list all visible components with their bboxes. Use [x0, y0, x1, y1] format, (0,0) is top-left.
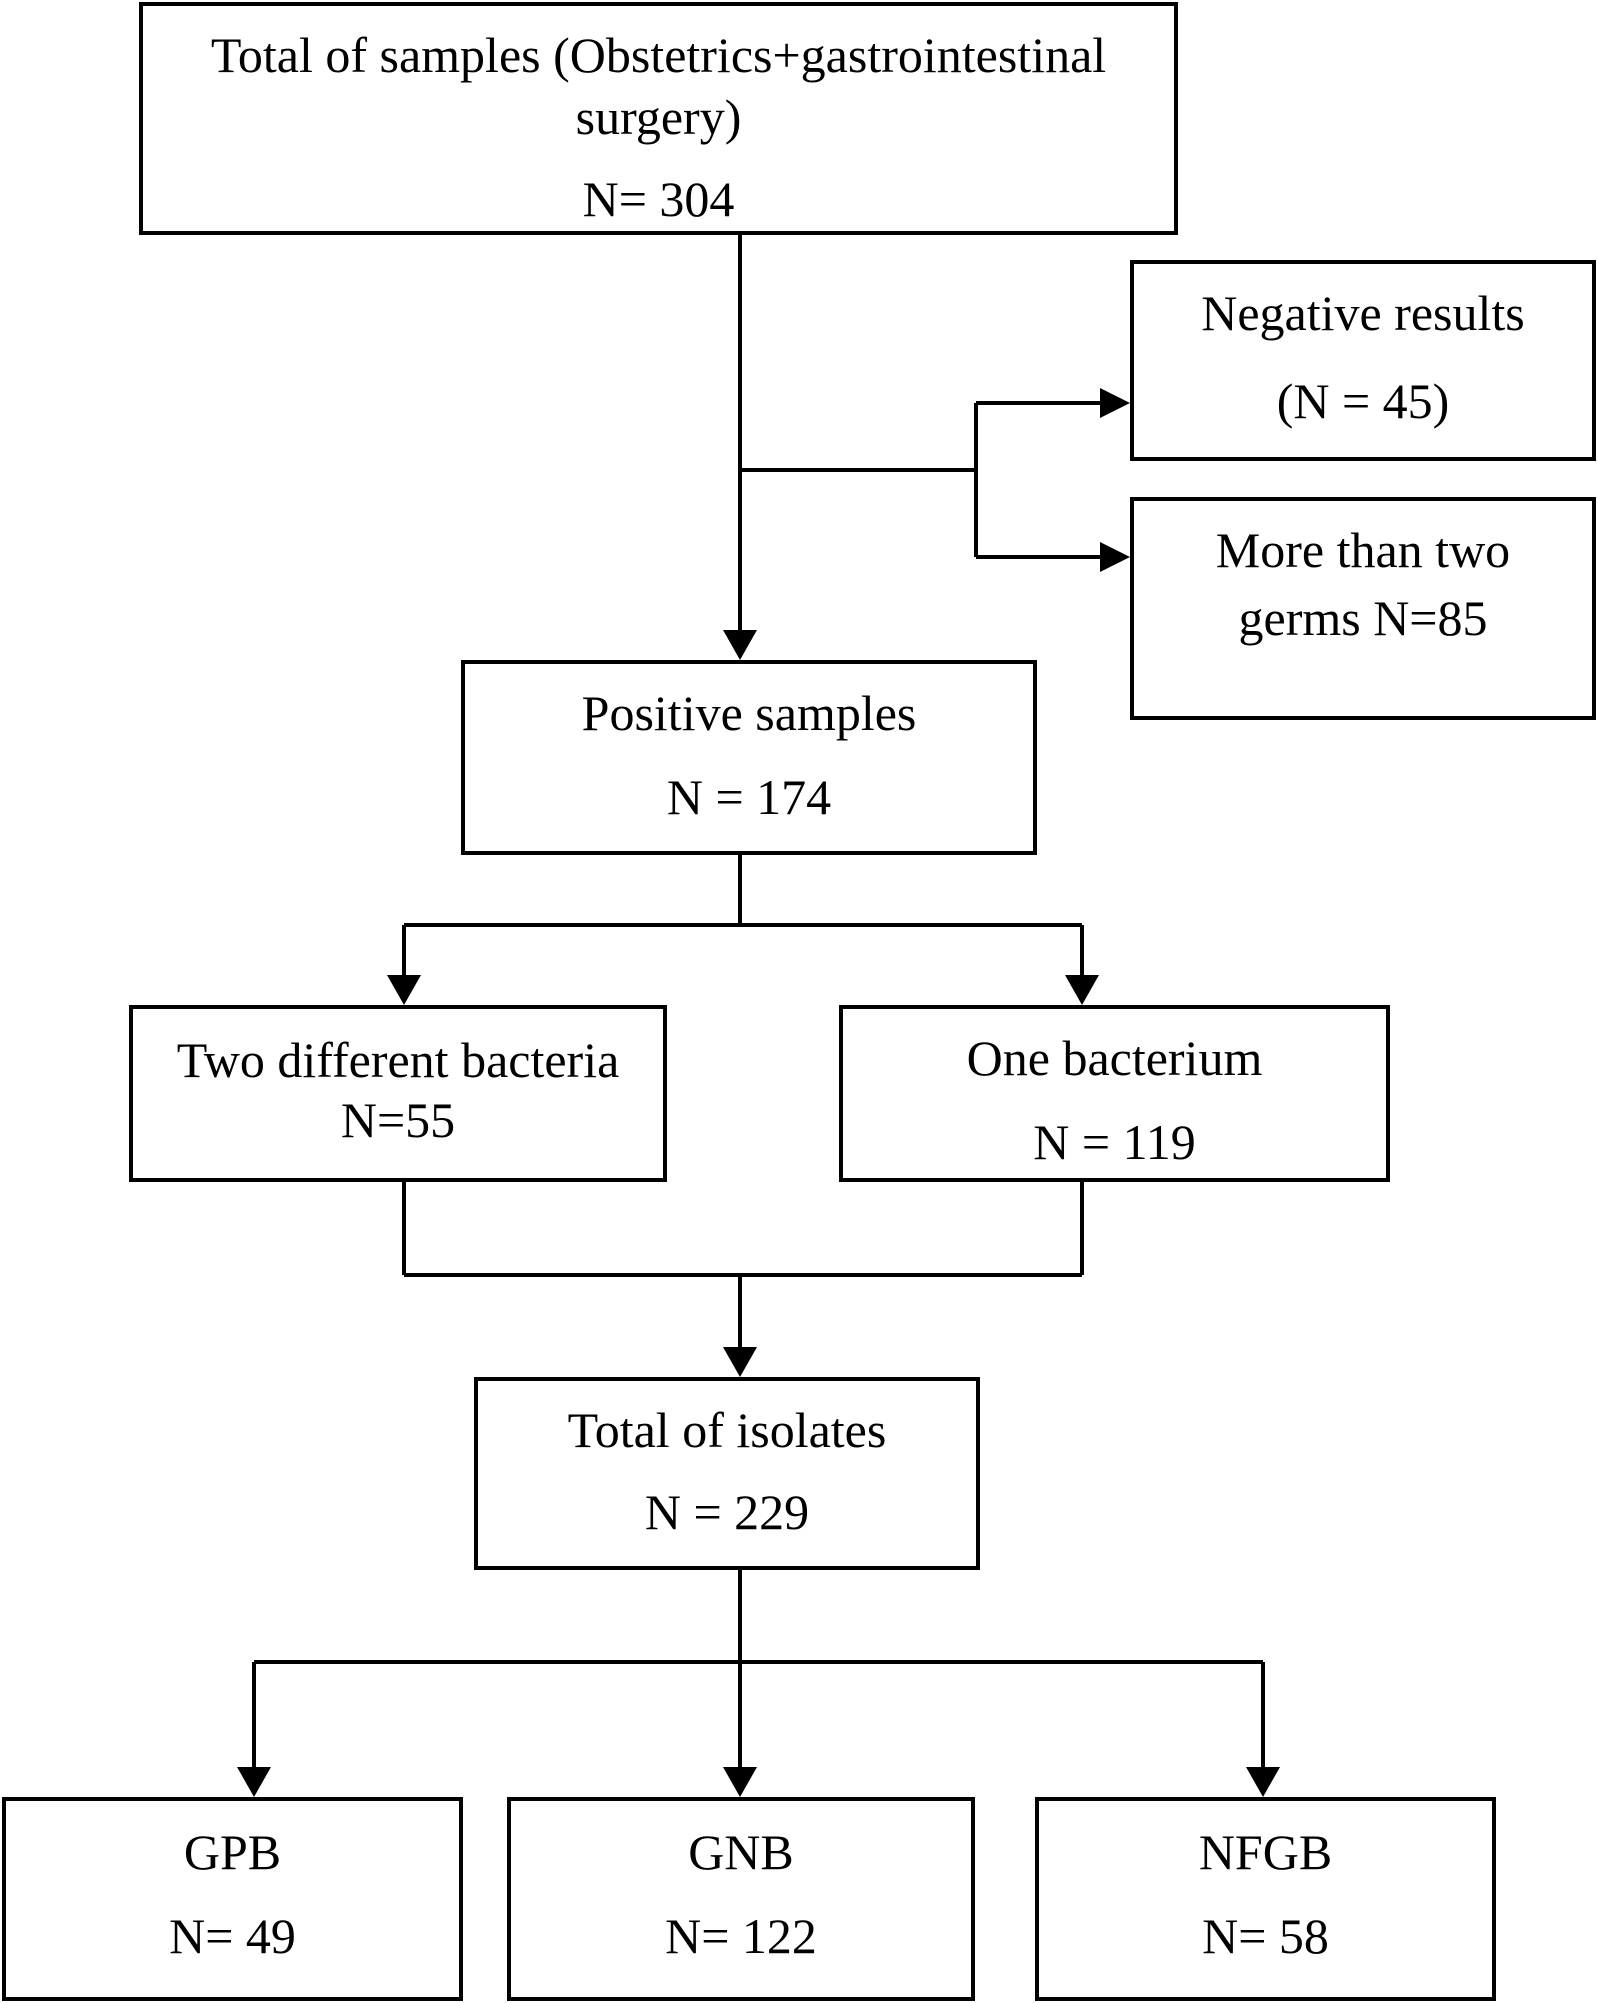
node-nfgb: NFGB N= 58	[1035, 1797, 1496, 2001]
node-title: surgery)	[575, 89, 742, 145]
node-more-than-two-germs: More than two germs N=85	[1130, 497, 1596, 720]
node-count: N=55	[340, 1092, 456, 1148]
node-total-isolates: Total of isolates N = 229	[474, 1377, 980, 1570]
node-gnb: GNB N= 122	[507, 1797, 975, 2001]
node-count: N= 122	[665, 1908, 817, 1964]
arrowhead-nfgb	[1246, 1767, 1280, 1797]
node-title: GNB	[688, 1824, 794, 1880]
node-positive-samples: Positive samples N = 174	[461, 660, 1037, 855]
node-count: N = 174	[666, 769, 832, 825]
node-count: N = 229	[644, 1484, 810, 1540]
node-title: One bacterium	[966, 1030, 1263, 1086]
node-title: germs N=85	[1238, 590, 1488, 646]
node-total-samples: Total of samples (Obstetrics+gastrointes…	[139, 2, 1178, 235]
node-title: GPB	[183, 1824, 282, 1880]
node-count: N = 119	[1033, 1114, 1196, 1170]
node-title: Positive samples	[581, 685, 917, 741]
node-title: More than two	[1215, 522, 1511, 578]
node-gpb: GPB N= 49	[2, 1797, 463, 2001]
arrowhead-gpb	[237, 1767, 271, 1797]
node-two-different-bacteria: Two different bacteria N=55	[129, 1005, 667, 1182]
node-count: (N = 45)	[1276, 373, 1450, 429]
node-title: Two different bacteria	[176, 1032, 620, 1088]
arrowhead-one-bacterium	[1065, 975, 1099, 1005]
arrowhead-two-different	[387, 975, 421, 1005]
arrowhead-negative	[1100, 388, 1130, 418]
arrowhead-total-isolates	[723, 1347, 757, 1377]
node-count: N= 49	[169, 1908, 296, 1964]
node-one-bacterium: One bacterium N = 119	[839, 1005, 1390, 1182]
arrowhead-gnb	[723, 1767, 757, 1797]
arrowhead-positive	[723, 630, 757, 660]
node-title: NFGB	[1198, 1824, 1333, 1880]
node-count: N= 58	[1202, 1908, 1329, 1964]
node-title: Total of samples (Obstetrics+gastrointes…	[210, 27, 1107, 83]
node-title: Negative results	[1201, 285, 1525, 341]
node-negative-results: Negative results (N = 45)	[1130, 260, 1596, 461]
node-count: N= 304	[582, 171, 735, 227]
node-title: Total of isolates	[567, 1402, 887, 1458]
arrowhead-more-than-two	[1100, 542, 1130, 572]
